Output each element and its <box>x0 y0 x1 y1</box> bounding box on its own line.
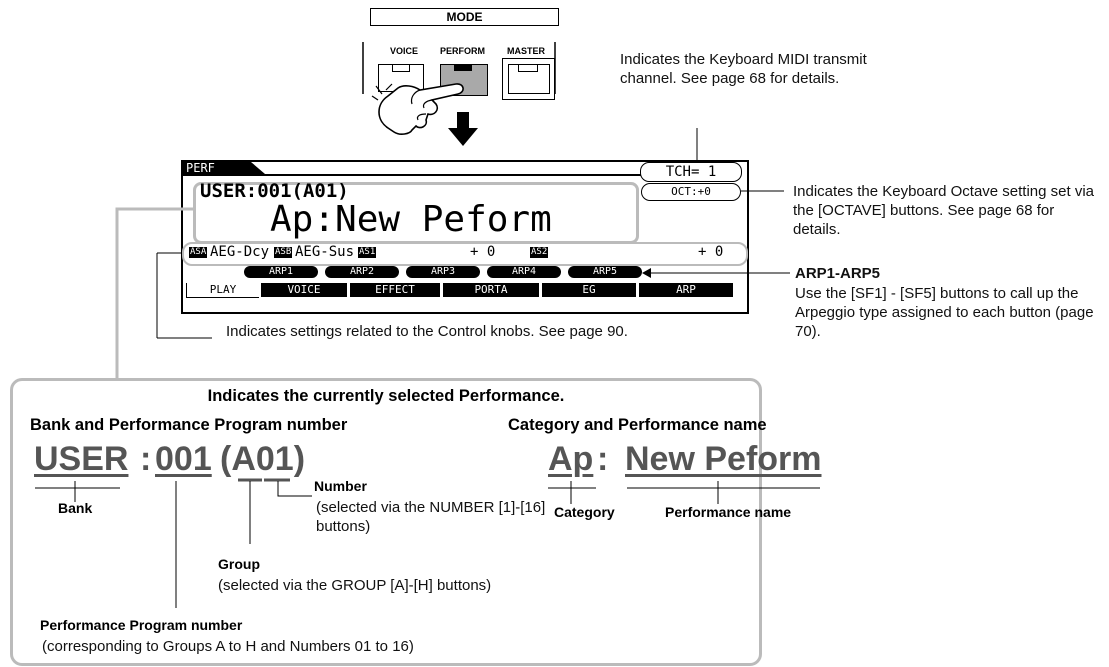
detail-separator-2: : <box>597 440 609 478</box>
label-program-title: Performance Program number <box>40 617 243 633</box>
arp2-button[interactable]: ARP2 <box>325 266 399 278</box>
lcd-mode-tab-shape <box>183 162 265 174</box>
lcd-bank-line: USER:001(A01) <box>200 180 349 202</box>
pressing-hand-icon <box>371 83 464 135</box>
lcd-octave-indicator: OCT:+0 <box>641 183 741 201</box>
tab-arp[interactable]: ARP <box>639 283 733 297</box>
arp1-button[interactable]: ARP1 <box>244 266 318 278</box>
detail-right-heading: Category and Performance name <box>508 416 767 434</box>
knob-value-asa: AEG-Dcy <box>210 244 270 260</box>
label-bank: Bank <box>58 500 93 516</box>
lcd-mode-tag: PERF <box>186 161 215 175</box>
arp3-button[interactable]: ARP3 <box>406 266 480 278</box>
lcd-tch-indicator: TCH= 1 <box>640 162 742 182</box>
detail-name-value: New Peform <box>625 440 822 478</box>
lcd-knob-row-highlight <box>182 242 748 266</box>
label-program-body: (corresponding to Groups A to H and Numb… <box>42 638 414 655</box>
detail-number-value: 001 <box>155 440 212 478</box>
knob-tag-asb: ASB <box>274 247 293 258</box>
tab-eg[interactable]: EG <box>542 283 636 297</box>
tab-porta[interactable]: PORTA <box>443 283 539 297</box>
mode-perform-label: PERFORM <box>440 46 485 56</box>
detail-category-value: Ap <box>548 440 594 478</box>
knobs-note: Indicates settings related to the Contro… <box>226 323 628 340</box>
mode-voice-label: VOICE <box>390 46 419 56</box>
mode-panel-frame <box>362 42 556 94</box>
master-mode-frame <box>502 58 555 100</box>
label-number-title: Number <box>314 478 367 494</box>
tab-voice[interactable]: VOICE <box>261 283 347 297</box>
mode-master-label: MASTER <box>507 46 545 56</box>
label-group-body: (selected via the GROUP [A]-[H] buttons) <box>218 577 492 594</box>
label-group-title: Group <box>218 556 260 572</box>
lcd-tab-row: PLAY VOICE EFFECT PORTA EG ARP <box>186 282 736 298</box>
down-arrow-icon <box>448 112 478 146</box>
detail-left-heading: Bank and Performance Program number <box>30 416 348 434</box>
knob-tag-as2: AS2 <box>530 247 549 258</box>
detail-heading: Indicates the currently selected Perform… <box>207 387 565 405</box>
arp-callout-arrow <box>642 268 790 278</box>
knob-value-asb: AEG-Sus <box>295 244 355 260</box>
arp-note-title: ARP1-ARP5 <box>795 265 881 282</box>
voice-led <box>392 64 410 72</box>
perform-led <box>454 64 472 71</box>
knob-tag-as1: AS1 <box>358 247 377 258</box>
detail-box <box>10 378 762 666</box>
label-performance-name: Performance name <box>665 504 792 520</box>
knob-value-as2: + 0 <box>698 244 724 260</box>
tab-effect[interactable]: EFFECT <box>350 283 440 297</box>
tch-note: Indicates the Keyboard MIDI transmit cha… <box>620 51 867 87</box>
knob-tag-asa: ASA <box>189 247 208 258</box>
lcd-top-rule <box>183 174 641 176</box>
detail-bank-value: USER <box>34 440 129 478</box>
label-category: Category <box>554 504 615 520</box>
arp4-button[interactable]: ARP4 <box>487 266 561 278</box>
label-number-body: (selected via the NUMBER [1]-[16] button… <box>316 499 546 535</box>
arp5-button[interactable]: ARP5 <box>568 266 642 278</box>
master-led <box>518 64 538 72</box>
tab-play[interactable]: PLAY <box>186 283 259 298</box>
mode-panel-title: MODE <box>370 8 559 26</box>
knob-value-as1: + 0 <box>470 244 496 260</box>
detail-group-value: (A01) <box>220 440 306 478</box>
arp-note-body: Use the [SF1] - [SF5] buttons to call up… <box>795 285 1094 340</box>
lcd-performance-name: Ap:New Peform <box>270 199 552 240</box>
detail-separator-1: : <box>140 440 152 478</box>
octave-note: Indicates the Keyboard Octave setting se… <box>793 183 1095 238</box>
